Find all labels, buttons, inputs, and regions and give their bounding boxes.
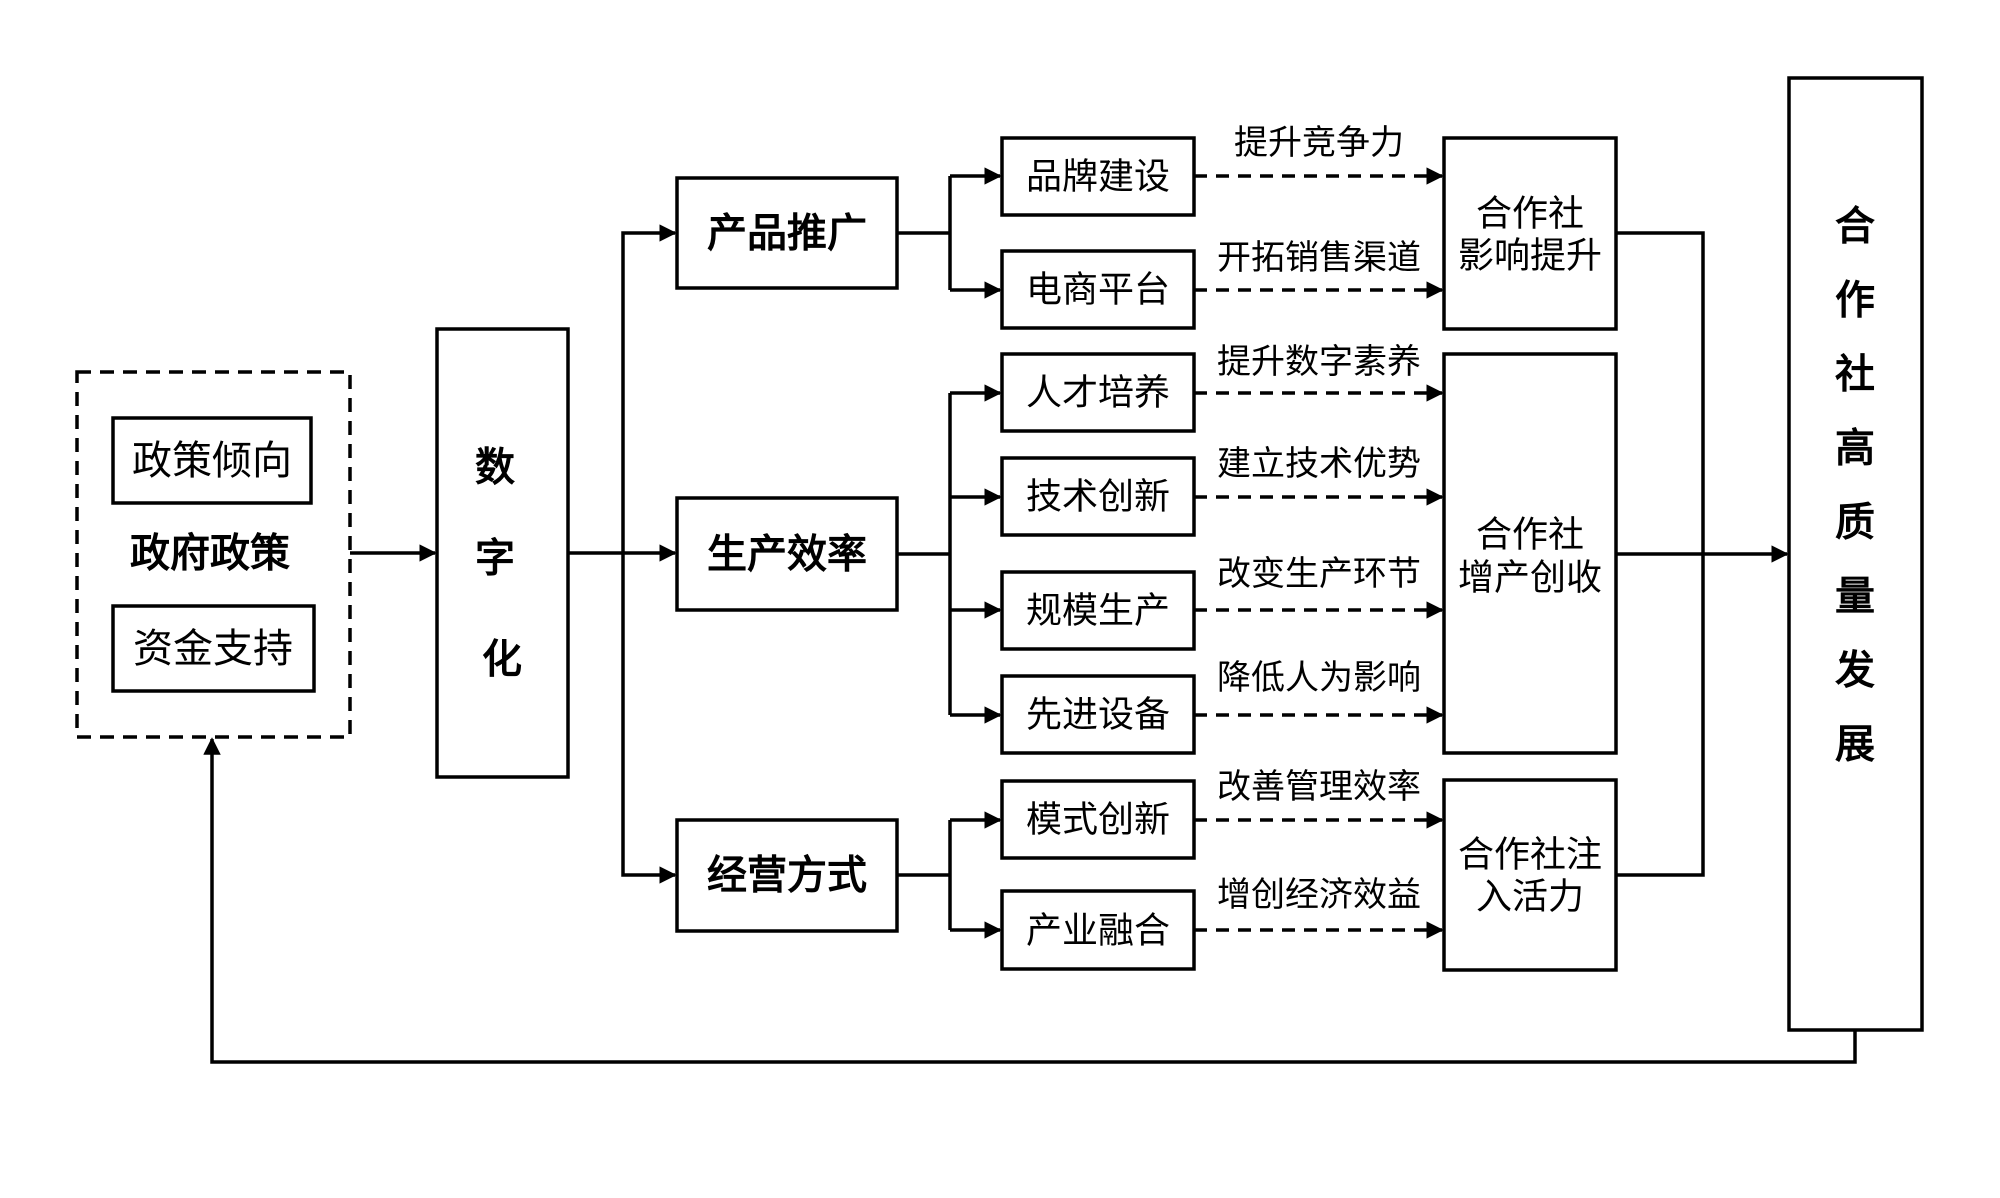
effect-human-impact: 降低人为影响: [1217, 658, 1421, 698]
effect-tech-advantage: 建立技术优势: [1217, 444, 1421, 484]
sub-industry-integration-box: [1000, 889, 1196, 971]
sub-brand-building-label: 品牌建设: [1026, 157, 1170, 198]
feedback-loop-arrow: [203, 737, 1857, 1064]
digitalization-char-2: 字: [475, 535, 515, 582]
goal-high-quality-development-label: 合作社高质量发展: [1835, 203, 1875, 768]
goal-char-8: 展: [1835, 721, 1875, 768]
outcome-vitality-line2: 入活力: [1476, 877, 1584, 918]
goal-high-quality-development-box: [1787, 76, 1924, 1032]
outcome-influence-line2: 影响提升: [1458, 236, 1602, 277]
sub-ecommerce-box: [1000, 249, 1196, 330]
government-policy-title: 政府政策: [130, 530, 290, 577]
outcome-influence-line1: 合作社: [1476, 194, 1584, 235]
pillar-product-promotion-box: [675, 176, 899, 290]
funding-support-label: 资金支持: [133, 626, 293, 672]
sub-scale-production-label: 规模生产: [1026, 591, 1170, 632]
sub-ecommerce-label: 电商平台: [1026, 270, 1170, 311]
government-policy-group: [75, 370, 352, 739]
pillar-operation-mode-label: 经营方式: [707, 852, 867, 899]
pillar-production-efficiency-label: 生产效率: [707, 531, 867, 578]
goal-char-1: 合: [1835, 203, 1875, 250]
goal-char-6: 量: [1835, 573, 1875, 620]
sub-talent-label: 人才培养: [1026, 373, 1170, 414]
goal-char-7: 发: [1835, 647, 1875, 694]
sub-industry-integration-label: 产业融合: [1026, 911, 1170, 952]
sub-model-innovation-box: [1000, 779, 1196, 860]
sub-tech-innovation-label: 技术创新: [1026, 477, 1170, 518]
arrow-digital-to-promotion: [621, 224, 677, 553]
goal-char-3: 社: [1835, 351, 1875, 398]
digitalization-label: 数 字 化: [475, 430, 529, 683]
pillar-product-promotion-label: 产品推广: [707, 210, 867, 257]
outcome-influence-box: [1442, 136, 1618, 331]
outcome-income-line1: 合作社: [1476, 515, 1584, 556]
funding-support-box: [111, 604, 316, 693]
goal-char-2: 作: [1835, 277, 1875, 324]
effect-digital-literacy: 提升数字素养: [1217, 342, 1421, 382]
goal-char-5: 质: [1835, 499, 1875, 546]
sub-tech-innovation-box: [1000, 456, 1196, 537]
effect-competitiveness: 提升竞争力: [1234, 123, 1404, 163]
policy-tendency-box: [111, 416, 313, 505]
effect-management-efficiency: 改善管理效率: [1217, 767, 1421, 807]
outcome-vitality-line1: 合作社注: [1458, 835, 1602, 876]
sub-advanced-equipment-label: 先进设备: [1026, 695, 1170, 736]
effect-economic-benefit: 增创经济效益: [1217, 875, 1421, 915]
pillar-operation-mode-box: [675, 818, 899, 933]
goal-char-4: 高: [1835, 425, 1875, 472]
sub-advanced-equipment-box: [1000, 674, 1196, 755]
sub-talent-box: [1000, 352, 1196, 433]
arrow-digital-to-operation: [621, 553, 677, 884]
outcome-income-line2: 增产创收: [1458, 558, 1602, 599]
policy-tendency-label: 政策倾向: [132, 438, 292, 484]
digitalization-char-3: 化: [482, 636, 522, 683]
effect-production-links: 改变生产环节: [1217, 554, 1421, 594]
effect-sales-channels: 开拓销售渠道: [1217, 238, 1421, 278]
sub-model-innovation-label: 模式创新: [1026, 800, 1170, 841]
digitalization-char-1: 数: [475, 444, 515, 491]
